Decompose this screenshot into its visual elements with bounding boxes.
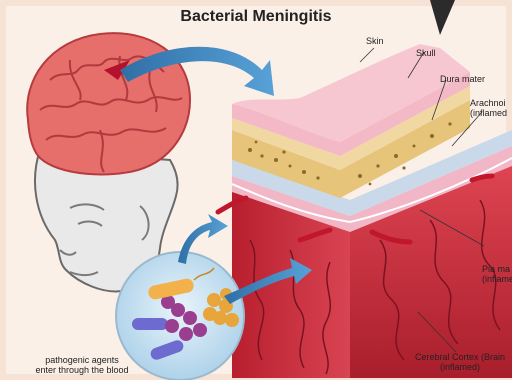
label-arachnoid: Arachnoi (inflamed <box>470 98 507 118</box>
label-skin: Skin <box>366 36 384 46</box>
diagram-title: Bacterial Meningitis <box>0 8 512 26</box>
pathogen-caption: pathogenic agents enter through the bloo… <box>22 355 142 375</box>
label-pia-line1: Pia ma <box>482 264 512 274</box>
label-cortex-line1: Cerebral Cortex (Brain <box>408 352 512 362</box>
label-dura-mater: Dura mater <box>440 74 485 84</box>
label-cortex-line2: (inflamed) <box>408 362 512 372</box>
caption-line1: pathogenic agents <box>22 355 142 365</box>
label-pia-line2: (inflame <box>482 274 512 284</box>
label-arachnoid-line2: (inflamed <box>470 108 507 118</box>
label-pia-mater: Pia ma (inflame <box>482 264 512 284</box>
label-arachnoid-line1: Arachnoi <box>470 98 507 108</box>
label-cerebral-cortex: Cerebral Cortex (Brain (inflamed) <box>408 352 512 372</box>
caption-line2: enter through the blood <box>22 365 142 375</box>
label-skull: Skull <box>416 48 436 58</box>
